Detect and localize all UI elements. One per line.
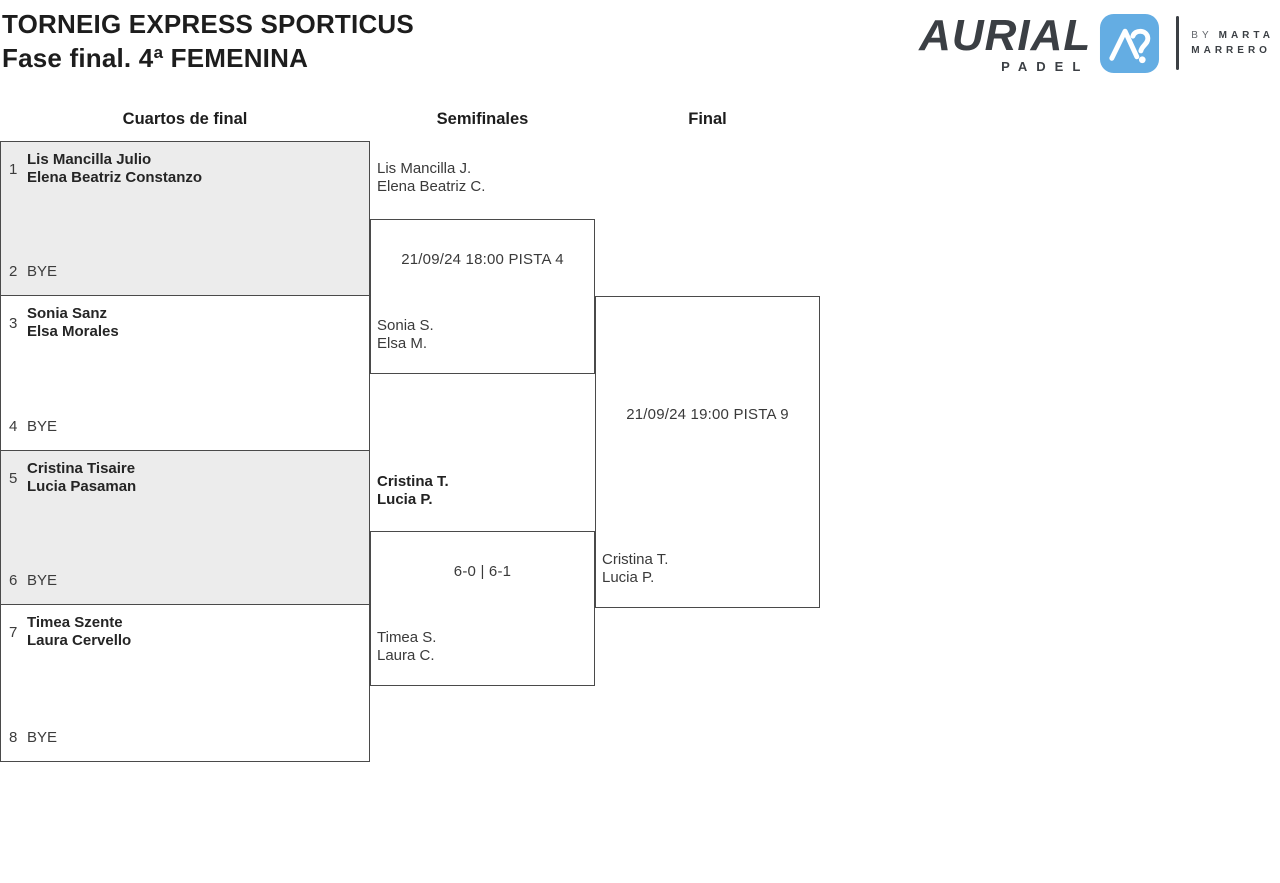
- player-name: Lis Mancilla Julio: [27, 151, 152, 168]
- qf2-team2: 4 BYE: [9, 418, 57, 435]
- sf2-team2-label: Timea S. Laura C.: [377, 629, 436, 665]
- aurial-wordmark-block: AURIAL PADEL: [919, 10, 1092, 74]
- seed-number: 2: [9, 263, 18, 280]
- sf2-team1-label: Cristina T. Lucia P.: [377, 473, 449, 509]
- team-name: Cristina Tisaire Lucia Pasaman: [27, 460, 136, 496]
- qf-match-4: 7 Timea Szente Laura Cervello 8 BYE: [0, 604, 370, 762]
- qf1-team2: 2 BYE: [9, 263, 57, 280]
- final-team2-label: Cristina T. Lucia P.: [602, 551, 668, 587]
- round-header-quarterfinals: Cuartos de final: [122, 110, 248, 128]
- qf3-team1: 5 Cristina Tisaire Lucia Pasaman: [9, 460, 136, 496]
- sf1-team2-label: Sonia S. Elsa M.: [377, 317, 434, 353]
- bye-label: BYE: [27, 418, 58, 435]
- tournament-subtitle: Fase final. 4ª FEMENINA: [2, 43, 309, 73]
- seed-number: 1: [9, 160, 18, 178]
- seed-number: 6: [9, 572, 18, 589]
- final-schedule: 21/09/24 19:00 PISTA 9: [626, 406, 789, 423]
- player-name: Cristina T.: [602, 551, 669, 568]
- final-match-box: 21/09/24 19:00 PISTA 9: [595, 296, 820, 608]
- sf2-match-box: 6-0 | 6-1: [370, 531, 595, 686]
- player-name: Timea Szente: [27, 614, 123, 631]
- seed-number: 5: [9, 469, 18, 487]
- seed-number: 8: [9, 729, 18, 746]
- qf4-team1: 7 Timea Szente Laura Cervello: [9, 614, 131, 650]
- aurial-wordmark: AURIAL: [919, 10, 1092, 60]
- qf4-team2: 8 BYE: [9, 729, 57, 746]
- bye-label: BYE: [27, 572, 58, 589]
- round-header-semifinals: Semifinales: [436, 110, 529, 128]
- player-name: Laura C.: [377, 647, 435, 664]
- player-name: Sonia Sanz: [27, 305, 108, 322]
- bye-label: BYE: [27, 263, 58, 280]
- player-name: Cristina Tisaire: [27, 460, 136, 477]
- sf1-team1-label: Lis Mancilla J. Elena Beatriz C.: [377, 160, 485, 196]
- byline-marta: MARTA: [1218, 30, 1274, 41]
- aurial-mark-icon: [1100, 13, 1160, 73]
- player-name: Elsa M.: [377, 335, 428, 352]
- seed-number: 3: [9, 314, 18, 332]
- logo-byline: BY MARTA MARRERO: [1191, 28, 1274, 58]
- aurial-logo: AURIAL PADEL BY MARTA MARRERO: [919, 8, 1274, 78]
- player-name: Lucia P.: [602, 569, 655, 586]
- bye-label: BYE: [27, 729, 58, 746]
- sf2-score: 6-0 | 6-1: [453, 563, 512, 580]
- team-name: Sonia Sanz Elsa Morales: [27, 305, 119, 341]
- seed-number: 7: [9, 623, 18, 641]
- player-name: Lucia Pasaman: [27, 478, 137, 495]
- qf-match-1: 1 Lis Mancilla Julio Elena Beatriz Const…: [0, 141, 370, 296]
- sf1-match-box: 21/09/24 18:00 PISTA 4: [370, 219, 595, 374]
- aurial-padel-label: PADEL: [1001, 58, 1090, 74]
- qf1-team1: 1 Lis Mancilla Julio Elena Beatriz Const…: [9, 151, 202, 187]
- seed-number: 4: [9, 418, 18, 435]
- player-name: Elena Beatriz Constanzo: [27, 169, 203, 186]
- sf1-schedule: 21/09/24 18:00 PISTA 4: [401, 251, 564, 268]
- team-name: Timea Szente Laura Cervello: [27, 614, 131, 650]
- player-name: Cristina T.: [377, 473, 449, 490]
- round-header-final: Final: [688, 110, 727, 128]
- qf-match-2: 3 Sonia Sanz Elsa Morales 4 BYE: [0, 295, 370, 451]
- player-name: Sonia S.: [377, 317, 434, 334]
- player-name: Timea S.: [377, 629, 437, 646]
- qf2-team1: 3 Sonia Sanz Elsa Morales: [9, 305, 119, 341]
- player-name: Lucia P.: [377, 491, 433, 508]
- byline-line2: MARRERO: [1191, 45, 1271, 56]
- byline-line1: BY MARTA: [1191, 28, 1274, 43]
- qf3-team2: 6 BYE: [9, 572, 57, 589]
- byline-by: BY: [1191, 30, 1213, 41]
- logo-divider: [1176, 16, 1180, 70]
- tournament-title: TORNEIG EXPRESS SPORTICUS: [2, 9, 414, 39]
- player-name: Laura Cervello: [27, 632, 132, 649]
- team-name: Lis Mancilla Julio Elena Beatriz Constan…: [27, 151, 202, 187]
- player-name: Elsa Morales: [27, 323, 119, 340]
- player-name: Elena Beatriz C.: [377, 178, 486, 195]
- qf-match-3: 5 Cristina Tisaire Lucia Pasaman 6 BYE: [0, 450, 370, 605]
- player-name: Lis Mancilla J.: [377, 160, 472, 177]
